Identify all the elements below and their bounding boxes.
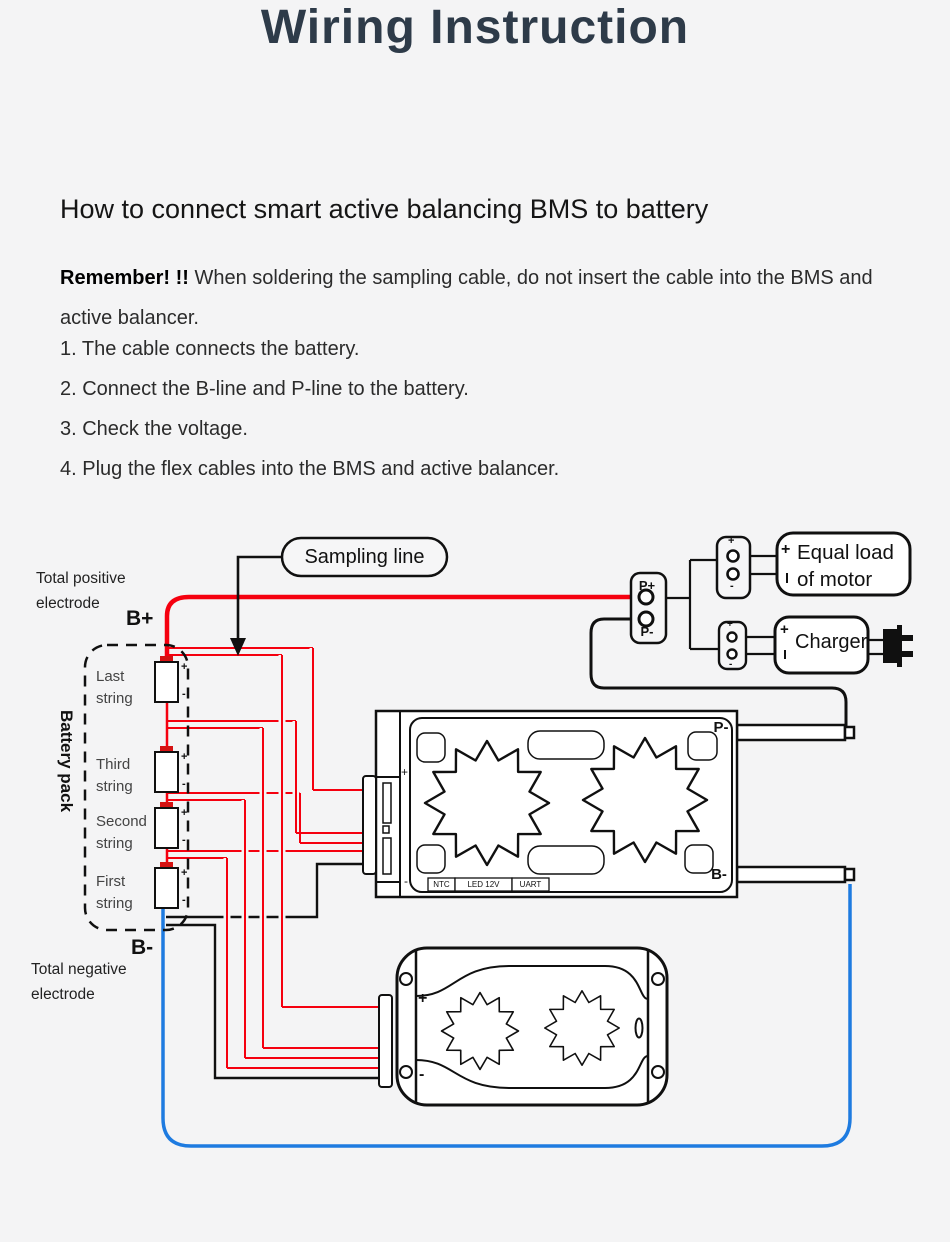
cell-plus-mark: + <box>181 867 188 879</box>
equal-load-box-plus: + <box>781 541 791 558</box>
bms-port-boxes <box>427 877 550 892</box>
bms-plus-mark: + <box>401 765 409 779</box>
balancer-minus-mark: - <box>419 1066 425 1083</box>
battery-cell <box>154 807 179 849</box>
bottom-strip <box>0 1242 950 1250</box>
charger-box-plus: + <box>780 621 789 638</box>
page-subtitle: How to connect smart active balancing BM… <box>60 194 709 224</box>
balancer-body <box>395 946 669 1107</box>
total-positive-label: Total positive electrode <box>36 570 126 612</box>
cell-minus-mark: - <box>182 688 186 700</box>
battery-pack-outline <box>83 643 190 932</box>
bms-corner-pads <box>416 730 718 875</box>
charger-box-minus-mark <box>784 650 786 659</box>
note-text: When soldering the sampling cable, do no… <box>60 267 873 329</box>
balancer-flange-lines <box>414 950 650 1103</box>
sampling-wires-stubs <box>227 789 386 1069</box>
bms-terminal-bars <box>735 723 856 884</box>
charger-minus-mark: - <box>729 659 733 670</box>
p-plus-label: P+ <box>638 578 656 593</box>
step-1: 1. The cable connects the battery. <box>60 338 360 360</box>
p-minus-wire <box>589 617 848 726</box>
balancer-top-wave <box>415 965 649 1000</box>
sampling-wires-horizontal <box>167 647 368 859</box>
sampling-wires-casing <box>223 648 317 1068</box>
bms-flex-connector <box>362 775 377 875</box>
battery-cells <box>154 656 179 909</box>
cell-plus-mark: + <box>181 661 188 673</box>
equal-load-label: Equal load of motor <box>797 541 894 591</box>
step-2: 2. Connect the B-line and P-line to the … <box>60 378 469 400</box>
equal-load-terminal-minus <box>726 567 740 581</box>
b-minus-wire <box>161 884 852 1148</box>
cell-plus-mark: + <box>181 807 188 819</box>
page-title: Wiring Instruction <box>260 1 690 54</box>
equal-load-box-minus-mark <box>786 573 788 583</box>
balancer-led-slot <box>634 1017 644 1039</box>
cell-plus-mark: + <box>181 751 188 763</box>
cell-minus-mark: - <box>182 834 186 846</box>
bms-port-uart: UART <box>519 880 542 889</box>
bms-p-minus-label: P- <box>713 719 729 736</box>
b-minus-label: B- <box>131 936 154 959</box>
cell-minus-mark: - <box>182 894 186 906</box>
sampling-bubble <box>280 536 449 578</box>
charger-terminal-minus <box>726 648 738 660</box>
p-minus-label: P- <box>640 624 654 639</box>
step-4: 4. Plug the flex cables into the BMS and… <box>60 458 560 480</box>
b-plus-wire <box>164 594 639 664</box>
balancer-bottom-wave <box>415 1055 649 1089</box>
cell-minus-mark: - <box>182 778 186 790</box>
sampling-line-label: Sampling line <box>304 546 425 568</box>
black-wire-to-balancer <box>166 923 386 1080</box>
note-paragraph: Remember! !! When soldering the sampling… <box>60 258 900 338</box>
bms-port-ntc: NTC <box>433 880 450 889</box>
black-wire-to-bms <box>166 862 368 919</box>
p-minus-terminal <box>637 610 655 628</box>
charger-box <box>773 615 870 675</box>
connector-links <box>666 554 884 656</box>
equal-load-minus-mark: - <box>730 580 734 592</box>
string-label-third: Third string <box>96 756 133 795</box>
string-label-last: Last string <box>96 668 133 707</box>
balancer-screws <box>399 972 665 1079</box>
sampling-leader-line <box>236 555 282 638</box>
bms-minus-mark: - <box>404 874 408 888</box>
charger-connector <box>717 620 748 671</box>
note-bold: Remember! !! <box>60 267 189 289</box>
pp-connector <box>629 571 668 645</box>
charger-plus-mark: + <box>727 619 733 630</box>
bms-b-minus-label: B- <box>711 866 727 883</box>
sampling-wires-vertical <box>226 648 314 1068</box>
plug-icon <box>883 625 913 667</box>
bms-port-led12v: LED 12V <box>467 880 500 889</box>
equal-load-plus-mark: + <box>728 535 735 547</box>
battery-pack-label: Battery pack <box>57 710 76 813</box>
b-plus-label: B+ <box>126 607 154 630</box>
bms-endcap-lines <box>376 711 401 897</box>
string-label-first: First string <box>96 873 133 912</box>
bms-faceplate <box>409 717 733 893</box>
total-negative-label: Total negative electrode <box>31 961 127 1003</box>
equal-load-box <box>775 531 912 597</box>
bms-body <box>374 709 739 899</box>
bms-flex-slots <box>382 782 392 875</box>
battery-cell <box>154 867 179 909</box>
charger-label: Charger <box>795 631 868 653</box>
balancer-plus-mark: + <box>418 990 428 1007</box>
string-label-second: Second string <box>96 813 147 852</box>
balancer-flex-connector <box>378 994 393 1088</box>
step-3: 3. Check the voltage. <box>60 418 248 440</box>
equal-load-terminal-plus <box>726 549 740 563</box>
battery-cell <box>154 661 179 703</box>
charger-terminal-plus <box>726 631 738 643</box>
battery-cell <box>154 751 179 793</box>
p-plus-terminal <box>637 588 655 606</box>
sampling-arrowhead <box>230 638 246 656</box>
